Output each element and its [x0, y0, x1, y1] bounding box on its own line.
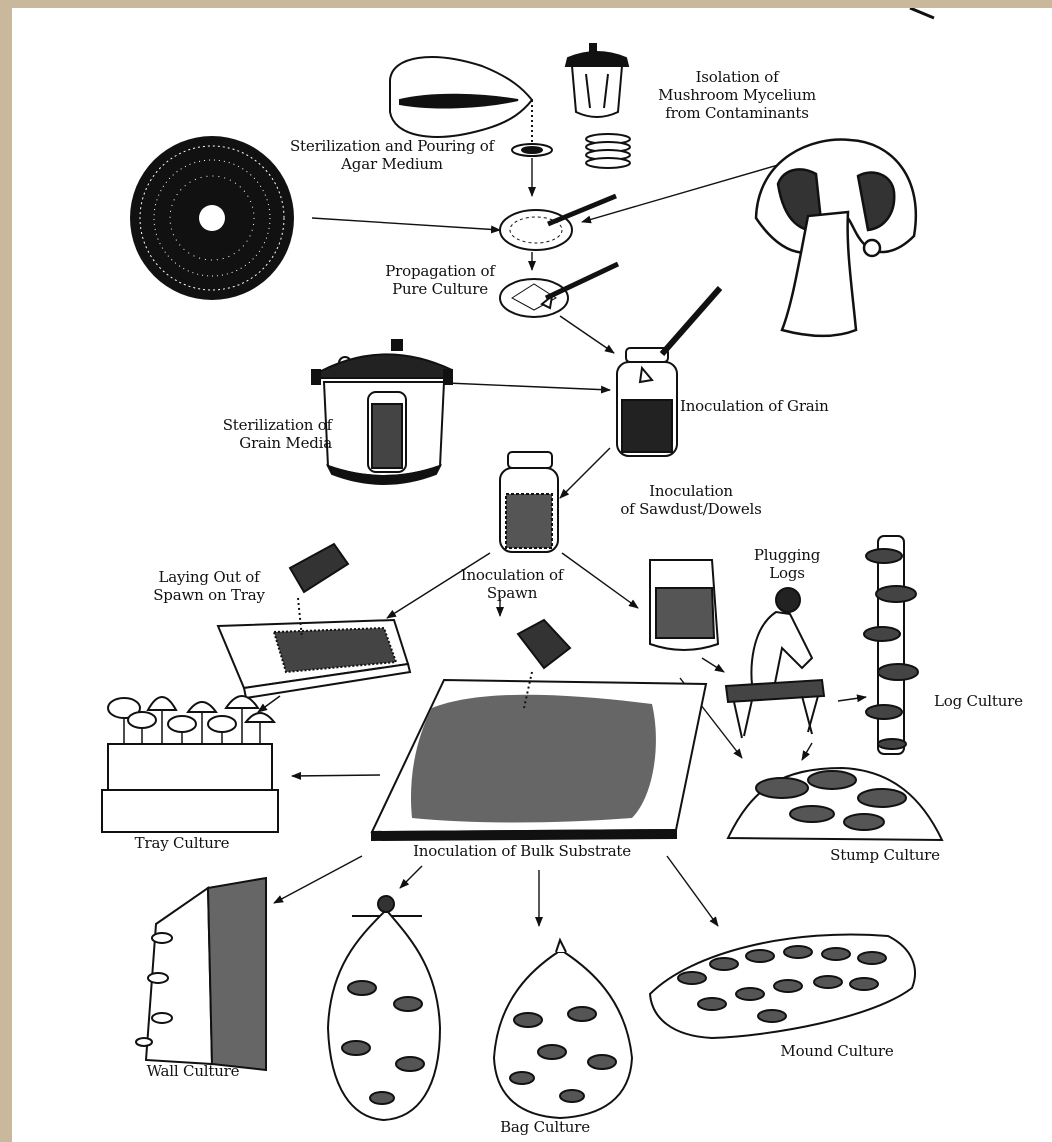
label-sterilization-grain: Sterilization of Grain Media: [192, 416, 332, 452]
label-inoculation-spawn: Inoculation of Spawn: [452, 566, 572, 602]
label-wall-culture: Wall Culture: [138, 1062, 248, 1080]
arrow-bulk-to-hanging-bag: [400, 866, 422, 888]
bulk-substrate-board-illustration: [372, 620, 706, 840]
tray-culture-illustration: [102, 696, 278, 832]
hanging-bag-illustration: [328, 896, 440, 1120]
label-mound-culture: Mound Culture: [772, 1042, 902, 1060]
diagram-sheet: Isolation of Mushroom Mycelium from Cont…: [12, 8, 1052, 1142]
petri-dish-propagation: [500, 264, 618, 317]
arrow-spores-to-dish: [312, 218, 500, 230]
label-bag-culture: Bag Culture: [490, 1118, 600, 1136]
spore-print-illustration: [130, 136, 294, 300]
arrow-logs-to-stump: [802, 743, 812, 760]
wall-culture-illustration: [136, 878, 266, 1070]
arrow-sterilizer-to-grain: [447, 383, 610, 390]
label-log-culture: Log Culture: [934, 692, 1044, 710]
arrow-bulk-to-wall: [274, 856, 362, 903]
arrow-bulk-to-tray-culture: [292, 775, 380, 776]
man-plugging-logs-illustration: [726, 588, 824, 738]
grain-jar-illustration: [617, 288, 720, 456]
mushroom-cross-section-illustration: [756, 140, 916, 336]
label-plugging-logs: Plugging Logs: [742, 546, 832, 582]
mound-culture-illustration: [650, 934, 915, 1038]
label-inoculation-bulk: Inoculation of Bulk Substrate: [392, 842, 652, 860]
label-stump-culture: Stump Culture: [820, 846, 950, 864]
label-tray-culture: Tray Culture: [122, 834, 242, 852]
bag-culture-illustration: [494, 940, 632, 1118]
stump-culture-illustration: [728, 768, 942, 840]
label-sterilization-agar: Sterilization and Pouring of Agar Medium: [282, 137, 502, 173]
corner-mark: [910, 8, 934, 18]
arrow-propagation-to-grain: [560, 316, 614, 353]
arrow-spawn-to-bag: [562, 553, 638, 608]
label-propagation: Propagation of Pure Culture: [370, 262, 510, 298]
petri-dish-isolation: [500, 196, 616, 250]
large-pressure-cooker-illustration: [312, 340, 452, 484]
arrow-grain-to-sawdust: [560, 448, 610, 498]
arrow-tray-to-tray-culture: [258, 696, 280, 712]
label-inoculation-sawdust: Inoculation of Sawdust/Dowels: [616, 482, 766, 518]
label-laying-out: Laying Out of Spawn on Tray: [134, 568, 284, 604]
arrow-bag-to-logs: [702, 658, 724, 672]
arrow-bulk-to-mound: [667, 856, 718, 926]
sawdust-jar-illustration: [500, 452, 558, 552]
arrow-logs-to-log-culture: [838, 697, 866, 701]
spawn-bag-illustration: [650, 560, 718, 650]
label-isolation: Isolation of Mushroom Mycelium from Cont…: [652, 68, 822, 122]
log-culture-illustration: [864, 536, 918, 754]
small-pressure-cooker-illustration: [566, 44, 630, 168]
label-inoculation-grain: Inoculation of Grain: [680, 397, 850, 415]
